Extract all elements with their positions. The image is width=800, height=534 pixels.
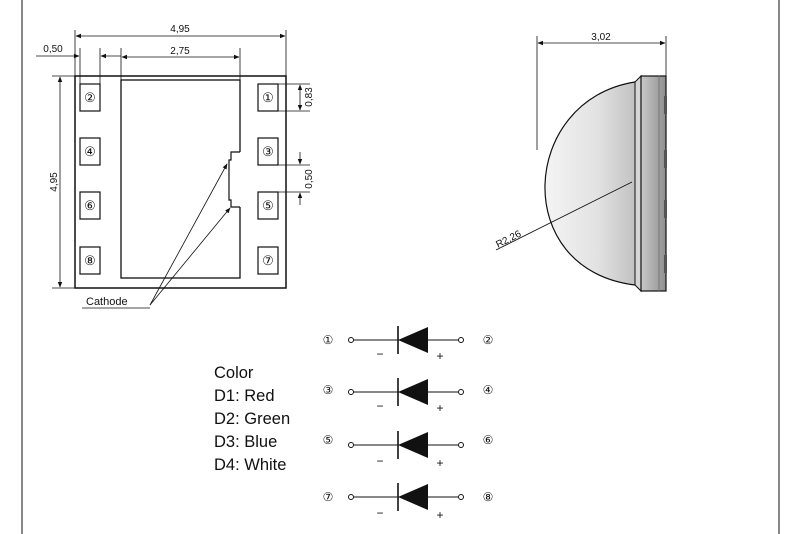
- dim-overall-width-label: 4,95: [170, 24, 190, 35]
- diode-d2: ③ ④ − +: [323, 378, 494, 415]
- circuit-pin-6: ⑥: [483, 433, 494, 447]
- legend-item-d2: D2: Green: [214, 410, 291, 428]
- pin-label-7: ⑦: [262, 254, 274, 269]
- cathode-label: Cathode: [86, 296, 128, 308]
- diode-symbol: [398, 327, 428, 353]
- diode-symbol: [398, 432, 428, 458]
- circuit-pin-3: ③: [323, 383, 334, 397]
- pad-4: [79, 137, 101, 166]
- circuit-pin-8: ⑧: [483, 490, 494, 504]
- plus-sign: +: [436, 508, 443, 522]
- dim-pad-width-label: 0,50: [43, 44, 63, 55]
- legend-item-d4: D4: White: [214, 456, 287, 474]
- minus-sign: −: [376, 454, 383, 468]
- pin-label-8: ⑧: [84, 254, 96, 269]
- pin-label-5: ⑤: [262, 199, 274, 214]
- cathode-leader-1: [149, 163, 228, 306]
- pin-label-2: ②: [84, 91, 96, 106]
- pad-2: [79, 83, 101, 112]
- pad-7: [257, 246, 279, 275]
- plus-sign: +: [436, 401, 443, 415]
- dim-overall-height-label: 4,95: [49, 172, 60, 192]
- package-base: [640, 75, 667, 292]
- diode-d1: ① ② − +: [323, 326, 494, 363]
- diode-symbol: [398, 484, 428, 510]
- dim-pad-length-label: 0,83: [304, 87, 315, 107]
- circuit-pin-2: ②: [483, 333, 494, 347]
- pin-label-1: ①: [262, 91, 274, 106]
- minus-sign: −: [376, 399, 383, 413]
- dim-radius-label: R2,26: [494, 229, 523, 251]
- dim-pad-gap-label: 0,50: [304, 169, 315, 189]
- circuit-pin-4: ④: [483, 383, 494, 397]
- dim-radius-leader: [495, 181, 633, 251]
- cathode-notch: [228, 151, 240, 208]
- dim-side-width-label: 3,02: [591, 32, 611, 43]
- legend-item-d3: D3: Blue: [214, 433, 278, 451]
- die-pad: [120, 79, 241, 279]
- pad-1: [257, 83, 279, 112]
- diode-d3: ⑤ ⑥ − +: [323, 431, 494, 470]
- circuit-pin-5: ⑤: [323, 433, 334, 447]
- lens-dome: [544, 81, 642, 286]
- pad-6: [79, 191, 101, 220]
- pad-8: [79, 246, 101, 275]
- package-side-view: 3,02 R2,26: [494, 32, 667, 293]
- plus-sign: +: [436, 349, 443, 363]
- circuit-pin-1: ①: [323, 333, 334, 347]
- pin-label-3: ③: [262, 145, 274, 160]
- pin-label-4: ④: [84, 145, 96, 160]
- package-top-view: ② ④ ⑥ ⑧ ① ③ ⑤ ⑦ 4,95 0,50 2,75 4,95 0,83: [36, 24, 315, 309]
- pad-3: [257, 137, 279, 166]
- diode-d4: ⑦ ⑧ − +: [323, 483, 494, 522]
- pin-label-6: ⑥: [84, 199, 96, 214]
- cathode-leader-2: [149, 207, 231, 306]
- color-legend: Color D1: Red D2: Green D3: Blue D4: Whi…: [214, 362, 290, 477]
- circuit-pin-7: ⑦: [323, 490, 334, 504]
- minus-sign: −: [376, 347, 383, 361]
- legend-title: Color: [214, 364, 254, 382]
- diode-symbol: [398, 379, 428, 405]
- plus-sign: +: [436, 456, 443, 470]
- minus-sign: −: [376, 506, 383, 520]
- dim-die-width-label: 2,75: [170, 46, 190, 57]
- pad-5: [257, 191, 279, 220]
- legend-item-d1: D1: Red: [214, 387, 275, 405]
